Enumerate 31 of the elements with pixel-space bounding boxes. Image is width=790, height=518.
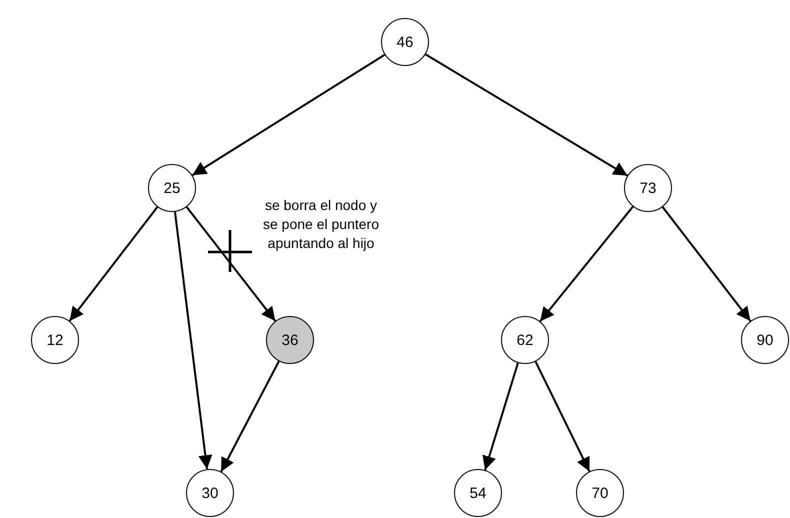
node-value: 30 bbox=[202, 484, 218, 502]
arrow bbox=[68, 206, 158, 322]
arrow bbox=[662, 206, 752, 322]
arrow bbox=[186, 206, 276, 322]
node-value: 54 bbox=[470, 484, 486, 502]
tree-node-circle bbox=[741, 316, 789, 364]
arrow bbox=[220, 360, 280, 472]
note-text: se borra el nodo y se pone el puntero apuntando al hijo bbox=[262, 196, 380, 253]
node-value: 70 bbox=[592, 484, 608, 502]
arrow bbox=[482, 362, 519, 470]
tree-node-circle bbox=[576, 469, 624, 517]
node-value: 12 bbox=[46, 332, 64, 348]
arrow bbox=[539, 206, 634, 322]
node-value: 73 bbox=[640, 180, 656, 196]
tree-node-circle bbox=[454, 469, 502, 517]
tree-node-circle bbox=[501, 316, 549, 364]
node-value: 36 bbox=[282, 332, 298, 348]
tree-node-circle bbox=[148, 164, 196, 212]
tree-node-circle bbox=[381, 18, 429, 66]
tree-node-circle bbox=[624, 164, 672, 212]
node-value: 46 bbox=[396, 34, 414, 50]
node-value: 25 bbox=[164, 180, 180, 196]
tree-node-circle bbox=[31, 316, 79, 364]
arrow bbox=[534, 361, 590, 472]
tree-node-circle bbox=[266, 316, 314, 364]
arrow bbox=[425, 54, 628, 176]
node-value: 62 bbox=[516, 332, 534, 348]
arrow bbox=[192, 54, 386, 176]
tree-node-circle bbox=[186, 469, 234, 517]
arrow bbox=[174, 212, 212, 470]
node-value: 90 bbox=[756, 332, 774, 348]
